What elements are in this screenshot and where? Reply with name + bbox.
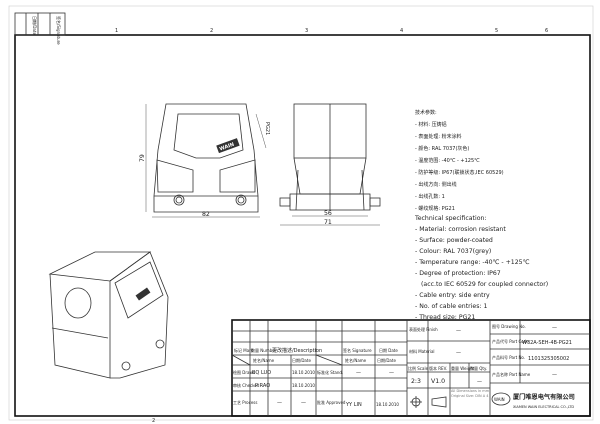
spec-cn-item: - 材料: 压铸铝 <box>415 121 447 128</box>
col-label: 3 <box>305 28 308 34</box>
projection-symbol-icon <box>410 396 447 408</box>
process-name: — <box>277 400 282 406</box>
part-name-value: — <box>552 372 557 378</box>
spec-list-cn: 技术参数: - 材料: 压铸铝 - 表面处理: 粉末涂料 - 颜色: RAL 7… <box>415 109 504 212</box>
checked-label: 审核 Checked <box>233 382 260 388</box>
spec-en-item: - Thread size: PG21 <box>415 314 475 321</box>
drawn-name: BQ LUO <box>252 370 271 376</box>
dimensions-note: All Dimensions in mm Original Size: DIN … <box>451 389 490 398</box>
width-dimension: 82 <box>202 211 210 218</box>
weight-label: 重量 Weight <box>451 365 475 371</box>
spec-cn-item: - 颜色: RAL 7037(灰色) <box>415 145 469 152</box>
spec-cn-item: - 螺纹规格: PG21 <box>415 205 455 212</box>
height-dimension: 79 <box>139 154 146 162</box>
number-header: 数量 Number <box>251 347 277 353</box>
col-label: 2 <box>210 28 213 34</box>
material-label: 材料 Material <box>409 348 435 354</box>
qty-label: 数量 Qty. <box>470 365 487 371</box>
drawn-date: 18.10.2010 <box>292 370 315 375</box>
name-header: 姓名/Name <box>253 357 275 363</box>
stand-signature: — <box>356 370 361 376</box>
date-header: 日期 Date <box>379 347 398 353</box>
rev-label: 版本 REV. <box>429 365 447 371</box>
finish-label: 表面处理 Finish <box>409 326 438 332</box>
outer-frame <box>8 5 594 421</box>
col-label: 6 <box>545 28 548 34</box>
side-view: 56 71 <box>279 103 381 226</box>
outer-width-dimension: 71 <box>324 219 332 226</box>
spec-cn-item: - 温度范围: -40℃ - +125℃ <box>415 157 480 164</box>
corner-signature-label: 签名/Signature <box>56 16 62 45</box>
spec-en-item: - Cable entry: side entry <box>415 292 490 299</box>
company-name-en: XIAMEN WAIN ELECTRICAL CO.,LTD <box>513 405 574 409</box>
spec-en-item: - Degree of protection: IP67 <box>415 270 501 277</box>
material-value: — <box>456 350 461 356</box>
approved-name: YY LIN <box>345 402 362 408</box>
inner-width-dimension: 56 <box>324 210 332 217</box>
column-ticks: 1 2 3 4 5 6 2 <box>115 28 548 424</box>
stand-label: 标准化 Stand. <box>317 369 343 375</box>
mark-header: 标记 Mark <box>234 347 254 353</box>
spec-cn-item: - 表面处理: 粉末涂料 <box>415 133 462 140</box>
corner-box: 日期/Date 签名/Signature <box>14 12 66 45</box>
wain-logo: WAIN <box>216 138 240 154</box>
spec-cn-item: - 防护等级: IP67(联锁状态,IEC 60529) <box>415 169 504 176</box>
drawing-no-label: 图号 Drawing No. <box>492 323 526 329</box>
scale-value: 2:3 <box>411 378 421 385</box>
company-logo: WAIN <box>491 392 511 406</box>
svg-text:WAIN: WAIN <box>494 397 505 402</box>
approved-label: 批准 Approved <box>317 399 346 405</box>
stand-date: — <box>389 370 394 376</box>
spec-en-item: - Temperature range: -40℃ - +125℃ <box>415 259 530 266</box>
approved-date: 18.10.2010 <box>376 402 399 407</box>
spec-en-item: (acc.to IEC 60529 for coupled connector) <box>421 281 548 288</box>
spec-list-en: Technical specification: - Material: cor… <box>414 215 548 321</box>
scale-label: 比例 Scale <box>408 365 429 371</box>
col-label: 5 <box>495 28 498 34</box>
process-date: — <box>301 400 306 406</box>
date-col-header: 日期/Date <box>292 357 311 363</box>
col-label: 1 <box>115 28 118 34</box>
signature-header: 签名 Signature <box>343 347 372 353</box>
checked-date: 18.10.2010 <box>292 383 315 388</box>
qty-value: — <box>477 379 482 385</box>
col-label: 2 <box>152 418 155 424</box>
drawn-label: 绘图 Drawn <box>233 369 256 375</box>
spec-cn-item: - 出线方向: 侧出线 <box>415 181 457 188</box>
col-label: 4 <box>400 28 403 34</box>
finish-value: — <box>456 328 461 334</box>
rev-value: V1.0 <box>431 378 445 385</box>
checked-name: P RAO <box>255 383 270 389</box>
spec-en-item: - No. of cable entries: 1 <box>415 303 487 310</box>
part-no-value: 1101325305002 <box>528 356 569 362</box>
spec-cn-item: - 出线孔数: 1 <box>415 193 445 200</box>
name-header-2: 姓名/Name <box>345 357 367 363</box>
part-no-label: 产品料号 Part No. <box>492 354 525 360</box>
spec-cn-title: 技术参数: <box>415 109 437 116</box>
date-col-header-2: 日期/Date <box>377 357 396 363</box>
svg-text:WAIN: WAIN <box>219 142 235 153</box>
company-name-cn: 厦门唯恩电气有限公司 <box>512 393 575 401</box>
corner-date-label: 日期/Date <box>32 16 38 35</box>
front-view: WAIN 82 79 PG21 <box>139 103 270 218</box>
title-block: 标记 Mark 数量 Number 更改描述/Description 签名 Si… <box>231 319 591 417</box>
process-label: 工艺 Process <box>233 400 257 405</box>
spec-en-item: - Material: corrosion resistant <box>415 226 506 233</box>
thread-label: PG21 <box>264 122 270 135</box>
part-code-label: 产品代号 Part Code <box>492 338 529 344</box>
spec-en-title: Technical specification: <box>414 215 486 222</box>
drawing-no-value: — <box>552 325 557 331</box>
description-header: 更改描述/Description <box>272 347 322 354</box>
part-code-value: W32A-SEH-4B-PG21 <box>522 340 572 346</box>
spec-en-item: - Colour: RAL 7037(grey) <box>415 248 491 255</box>
spec-en-item: - Surface: powder-coated <box>415 237 493 244</box>
part-name-label: 产品名称 Part Name <box>492 371 531 377</box>
isometric-view <box>48 251 169 379</box>
